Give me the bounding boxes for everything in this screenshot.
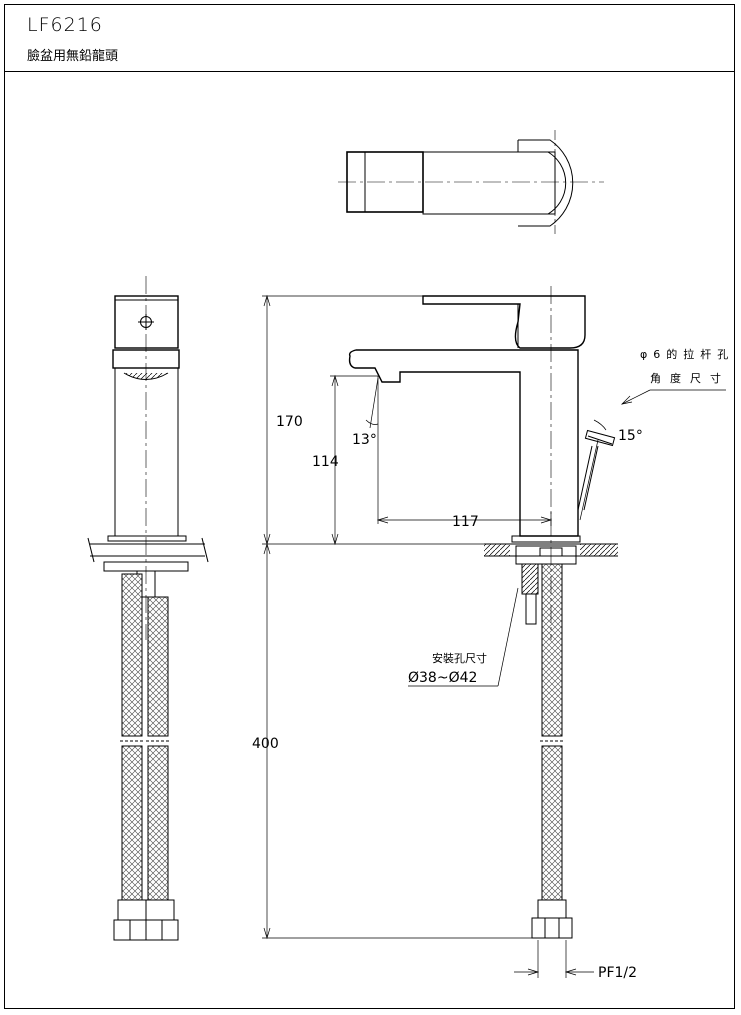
dim-114: 114 <box>312 454 339 470</box>
rod-note-line2: 角度尺寸 <box>650 371 730 385</box>
top-view <box>338 130 604 234</box>
hole-label: 安裝孔尺寸 <box>432 651 487 665</box>
dimension-labels: 170 114 117 400 13° 15° PF1/2 Ø38~Ø42 <box>252 414 643 981</box>
dimension-lines <box>262 294 726 978</box>
thread-size: PF1/2 <box>598 965 637 981</box>
angle-13: 13° <box>352 432 377 448</box>
hole-size: Ø38~Ø42 <box>408 670 477 686</box>
dim-170: 170 <box>276 414 303 430</box>
front-view <box>87 276 209 941</box>
side-view <box>348 286 618 939</box>
dim-117: 117 <box>452 514 479 530</box>
title-block-divider <box>4 71 735 72</box>
drawing-frame <box>4 4 735 1009</box>
dim-400: 400 <box>252 736 279 752</box>
angle-15: 15° <box>618 428 643 444</box>
model-number: LF6216 <box>27 14 103 36</box>
rod-note-line1: φ6的拉杆孔 <box>640 347 734 361</box>
product-description: 臉盆用無鉛龍頭 <box>27 49 119 64</box>
